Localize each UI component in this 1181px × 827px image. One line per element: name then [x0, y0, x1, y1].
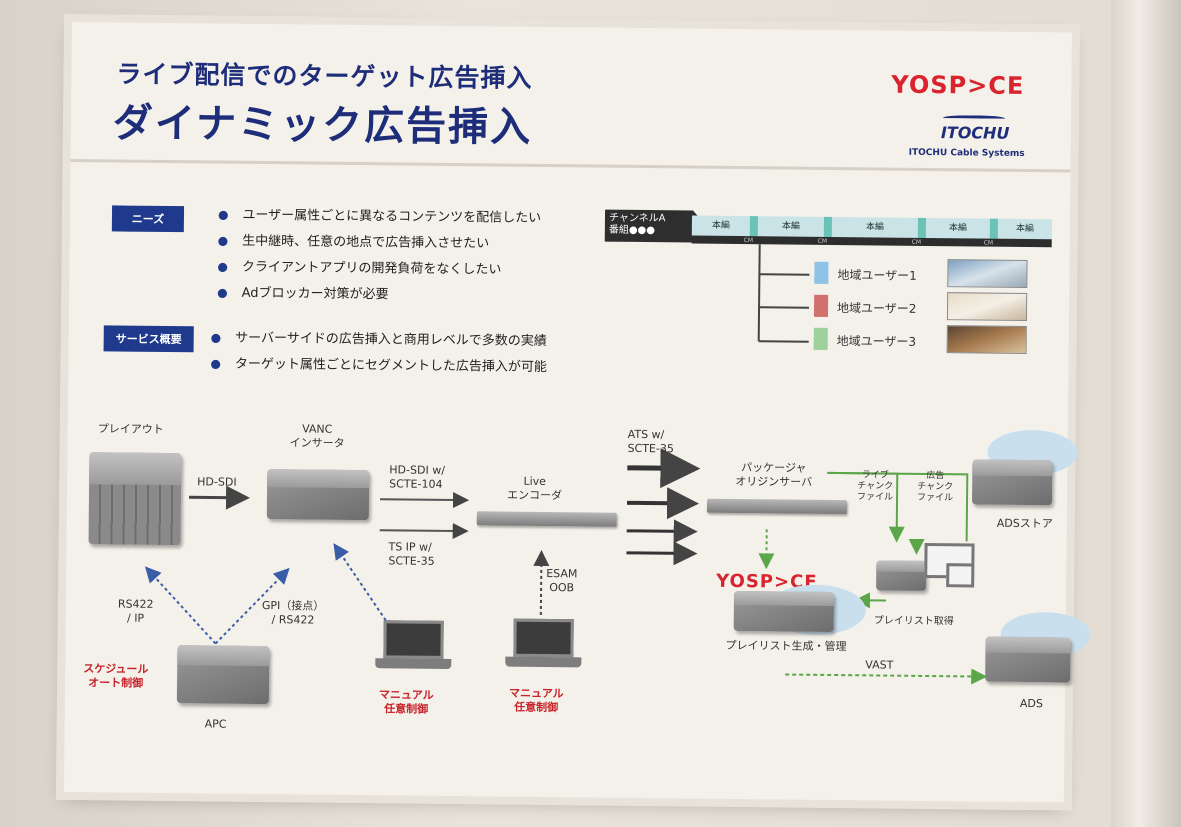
manual-laptop-1-screen	[383, 620, 444, 659]
manual-control-2-label: マニュアル 任意制御	[508, 686, 564, 715]
vanc-inserter-icon	[266, 469, 370, 521]
ads-store-server-icon	[971, 459, 1053, 506]
ats-scte35-label: ATS w/ SCTE-35	[627, 427, 674, 456]
client-stb-icon	[876, 560, 927, 591]
hdsdi-label: HD-SDI	[197, 475, 237, 489]
vanc-label: VANC インサータ	[289, 422, 345, 450]
apc-device-icon	[176, 645, 270, 705]
live-encoder-label: Live エンコーダ	[507, 474, 563, 503]
poster-board: ライブ配信でのターゲット広告挿入 ダイナミック広告挿入 YOSP>CE ITOC…	[63, 22, 1091, 803]
manual-control-1-label: マニュアル 任意制御	[378, 688, 434, 716]
manual-laptop-2-screen	[513, 618, 574, 658]
ads-store-label: ADSストア	[996, 516, 1053, 531]
diagram-connectors	[144, 244, 988, 685]
manual-laptop-1-base	[375, 658, 452, 670]
schedule-auto-label: スケジュール オート制御	[83, 662, 149, 690]
gpi-rs422-label: GPI（接点） / RS422	[261, 599, 325, 627]
yospace-server-icon	[733, 590, 835, 633]
live-chunk-label: ライブ チャンク ファイル	[857, 470, 894, 503]
ads-server-icon	[985, 636, 1071, 683]
wall-post	[1111, 0, 1181, 827]
rs422-ip-label: RS422 / IP	[117, 597, 154, 625]
ads-label: ADS	[1019, 696, 1043, 711]
hdsdi-scte104-label: HD-SDI w/ SCTE-104	[389, 463, 446, 491]
vast-label: VAST	[865, 658, 894, 672]
tsip-scte35-label: TS IP w/ SCTE-35	[388, 540, 435, 568]
manual-laptop-2-base	[505, 656, 582, 668]
playlist-gen-label: プレイリスト生成・管理	[725, 638, 847, 654]
playout-server-icon	[88, 452, 182, 546]
apc-label: APC	[204, 717, 227, 731]
packager-server-icon	[706, 498, 848, 515]
playout-label: プレイアウト	[97, 422, 164, 436]
packager-label: パッケージャ オリジンサーバ	[735, 461, 813, 489]
live-encoder-icon	[476, 511, 617, 527]
esam-oob-label: ESAM OOB	[546, 566, 578, 595]
playlist-req-label: プレイリスト取得	[873, 615, 954, 628]
client-tablet-icon	[946, 563, 975, 588]
ad-chunk-label: 広告 チャンク ファイル	[917, 470, 954, 504]
